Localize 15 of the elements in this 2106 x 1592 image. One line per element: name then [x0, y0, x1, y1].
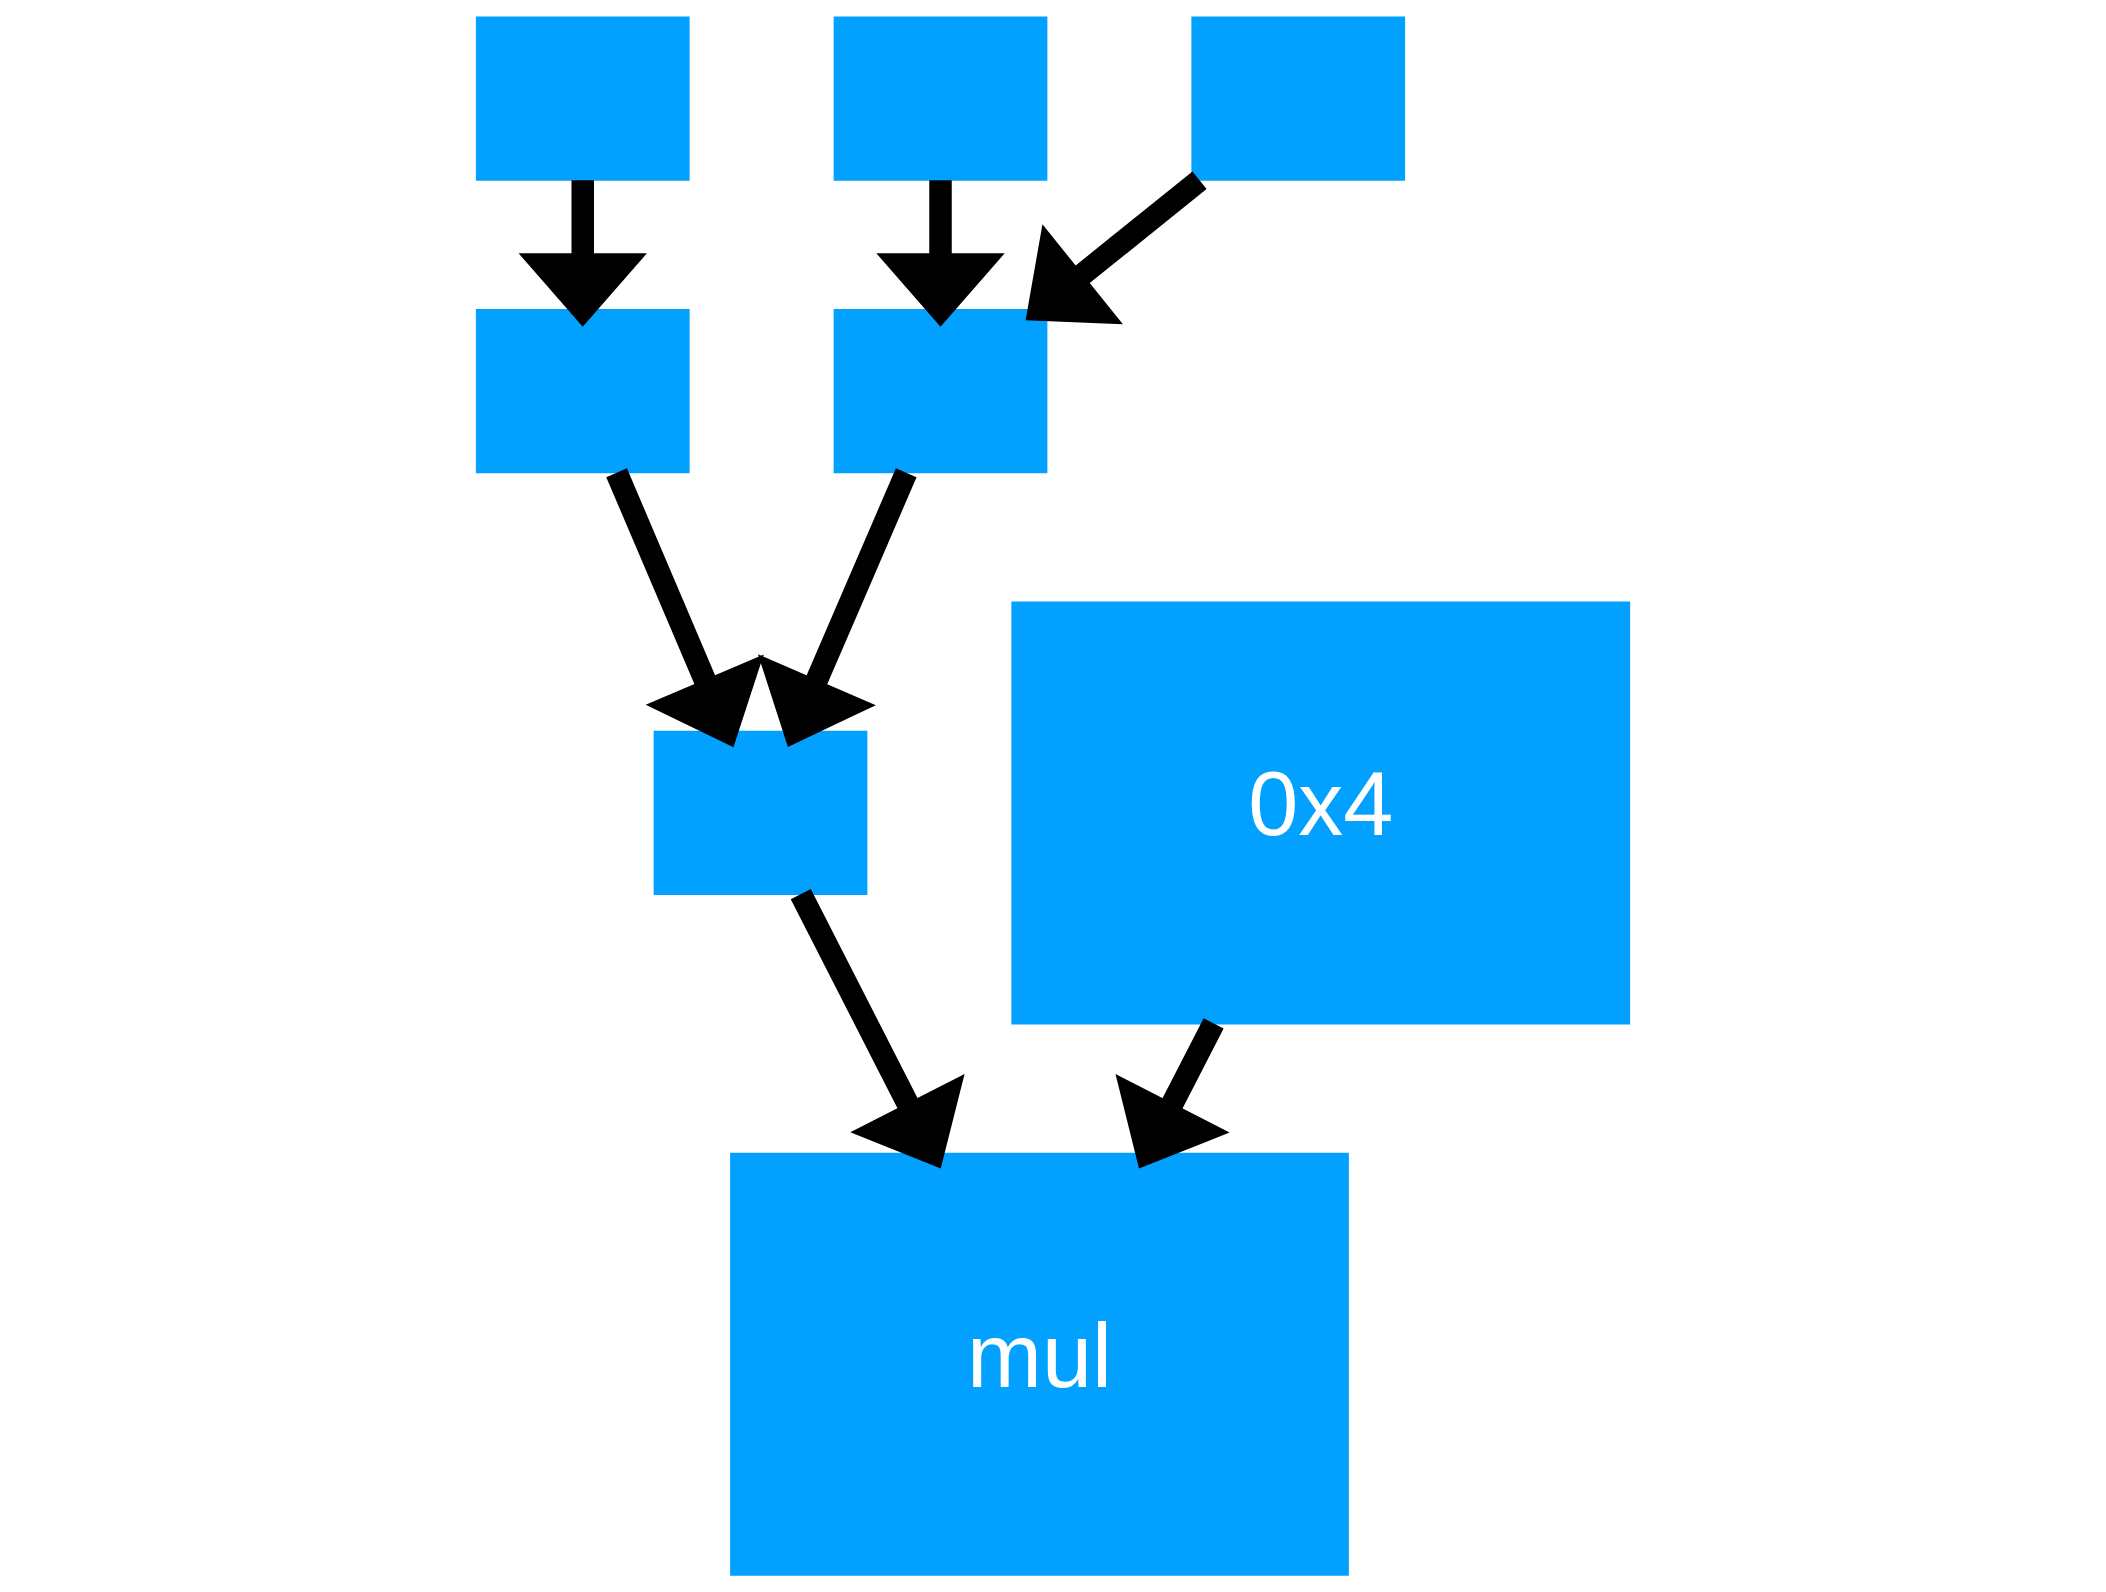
node-box: mul [730, 1152, 1349, 1576]
arrow [1025, 171, 1207, 325]
node-box [1191, 16, 1406, 181]
arrow [518, 180, 647, 327]
arrow [1115, 1018, 1230, 1169]
node-box [833, 308, 1048, 474]
node-box [653, 730, 868, 895]
arrow [758, 468, 917, 748]
arrow [606, 468, 764, 748]
arrow [876, 180, 1005, 327]
arrow [790, 888, 965, 1169]
node-box: 0x4 [1011, 601, 1631, 1025]
node-box [833, 16, 1048, 181]
node-box [475, 308, 690, 474]
node-box [475, 16, 690, 181]
